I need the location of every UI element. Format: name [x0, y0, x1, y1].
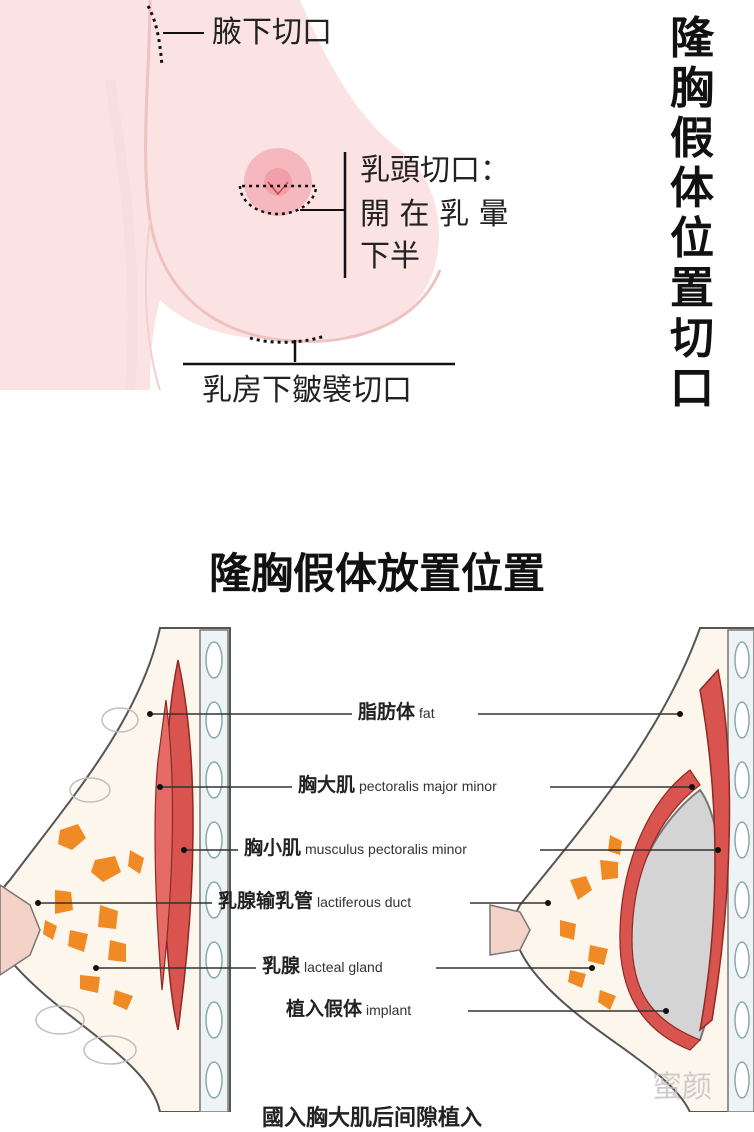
inframammary-incision-label: 乳房下皺襞切口	[202, 373, 412, 408]
pectoralis-major-right	[698, 668, 731, 1032]
side-title-char: 口	[670, 363, 714, 414]
label-fat-en: fat	[419, 705, 435, 721]
cross-section-right	[489, 627, 754, 1112]
label-lactiferous-duct-zh: 乳腺输乳管	[218, 890, 314, 912]
nipple-incision-label-line2: 開 在 乳 暈	[360, 197, 509, 232]
side-title-char: 隆	[670, 13, 714, 64]
label-pectoralis-major-en: pectoralis major minor	[359, 778, 497, 794]
label-pectoralis-minor-zh: 胸小肌	[244, 837, 302, 859]
leader-lines	[38, 713, 718, 1012]
label-implant-zh: 植入假体	[286, 998, 363, 1020]
label-lacteal-gland-zh: 乳腺	[262, 955, 301, 977]
side-title: 隆 胸 假 体 位 置 切 口	[664, 14, 720, 414]
side-title-char: 体	[670, 163, 714, 214]
label-fat-zh: 脂肪体	[358, 701, 416, 723]
side-title-char: 置	[670, 263, 714, 314]
label-pectoralis-major-zh: 胸大肌	[298, 774, 356, 796]
axillary-incision-label: 腋下切口	[212, 15, 332, 50]
nipple	[264, 168, 292, 196]
label-pectoralis-minor-en: musculus pectoralis minor	[305, 841, 467, 857]
label-lactiferous-duct-en: lactiferous duct	[317, 894, 412, 910]
label-implant-en: implant	[366, 1002, 412, 1018]
side-title-char: 切	[670, 313, 714, 364]
nipple-incision-label-line1: 乳頭切口：	[360, 153, 510, 188]
breast-illustration	[0, 0, 442, 391]
side-title-char: 假	[670, 113, 714, 164]
inframammary-incision-mark	[249, 334, 326, 344]
side-title-char: 胸	[670, 63, 714, 114]
side-title-char: 位	[670, 213, 714, 264]
nipple-incision-label-line3: 下半	[360, 239, 420, 274]
placement-title: 隆胸假体放置位置	[208, 549, 545, 598]
label-lacteal-gland-en: lacteal gland	[304, 959, 383, 975]
footer-caption: 國入胸大肌后间隙植入	[262, 1106, 483, 1131]
watermark: 蜜颜	[652, 1070, 712, 1105]
cross-section-left	[0, 627, 231, 1112]
